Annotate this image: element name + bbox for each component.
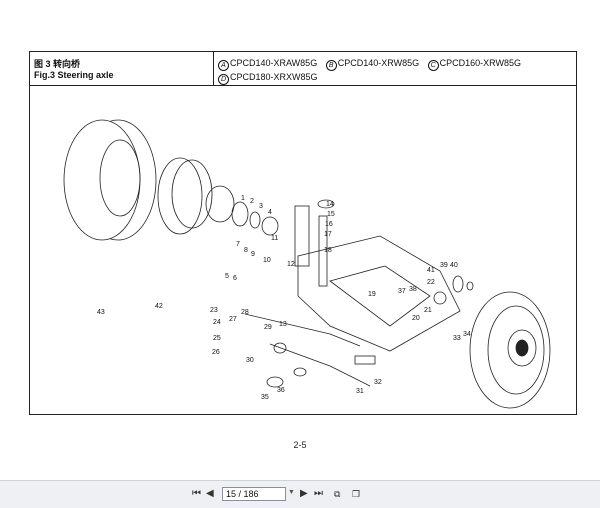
next-page-icon[interactable]: ▶: [300, 488, 308, 499]
model-c-mark: C: [427, 60, 439, 71]
left-tire-hub-recess: [99, 139, 141, 217]
right-hub-center: [515, 339, 529, 357]
cylinder: [354, 355, 376, 365]
left-tire: [63, 119, 141, 241]
brake-drum: [157, 157, 203, 235]
axle-beam-inner: [329, 265, 431, 327]
callout-13: 13: [279, 321, 287, 328]
callout-33: 33: [453, 335, 461, 342]
chevron-down-icon[interactable]: ▼: [288, 489, 295, 496]
callout-12: 12: [287, 261, 295, 268]
callout-7: 7: [236, 241, 240, 248]
callout-38: 38: [409, 286, 417, 293]
bolt-head: [266, 376, 284, 388]
callout-27: 27: [229, 316, 237, 323]
callout-31: 31: [356, 388, 364, 395]
callout-17: 17: [324, 231, 332, 238]
pin: [466, 281, 474, 291]
callout-4: 4: [268, 209, 272, 216]
callout-16: 16: [325, 221, 333, 228]
header-divider: [213, 52, 214, 86]
callout-5: 5: [225, 273, 229, 280]
callout-6: 6: [233, 275, 237, 282]
prev-page-icon[interactable]: ◀: [206, 488, 214, 499]
callout-15: 15: [327, 211, 335, 218]
callout-37: 37: [398, 288, 406, 295]
callout-29: 29: [264, 324, 272, 331]
top-cap: [317, 199, 335, 209]
callout-1: 1: [241, 195, 245, 202]
callout-30: 30: [246, 357, 254, 364]
figure-title-chinese: 图 3 转向桥: [34, 59, 81, 69]
callout-21: 21: [424, 307, 432, 314]
callout-18: 18: [324, 247, 332, 254]
first-page-icon[interactable]: ⏮: [192, 488, 201, 499]
copy-icon[interactable]: ⧉: [334, 489, 341, 499]
callout-42: 42: [155, 303, 163, 310]
viewer-toolbar: ⏮ ◀ 15 / 186 ▼ ▶ ⏭ ⧉ ❐: [0, 480, 600, 508]
callout-32: 32: [374, 379, 382, 386]
page-number: 2-5: [293, 440, 307, 450]
hub-bearing: [231, 201, 249, 227]
tie-rod-left: [244, 313, 361, 347]
wheel-hub: [205, 185, 235, 223]
callout-26: 26: [212, 349, 220, 356]
callout-39: 39: [440, 262, 448, 269]
axle-beam: [297, 235, 461, 352]
callout-8: 8: [244, 247, 248, 254]
model-d-mark: D: [218, 74, 229, 85]
knuckle-joint: [261, 216, 279, 236]
callout-14: 14: [326, 201, 334, 208]
callout-9: 9: [251, 251, 255, 258]
thrust-washer: [452, 275, 464, 293]
callout-3: 3: [259, 203, 263, 210]
right-rim: [487, 305, 545, 395]
model-b-label: CPCD140-XRW85G: [337, 58, 420, 68]
callout-22: 22: [427, 279, 435, 286]
duplicate-icon[interactable]: ❐: [352, 489, 361, 499]
right-hub: [507, 329, 537, 367]
model-c-label: CPCD160-XRW85G: [439, 58, 521, 68]
right-tire: [469, 291, 551, 409]
steering-link: [269, 343, 371, 387]
callout-43: 43: [97, 309, 105, 316]
callout-25: 25: [213, 335, 221, 342]
callout-2: 2: [250, 198, 254, 205]
washer: [293, 367, 307, 377]
callout-19: 19: [368, 291, 376, 298]
model-d-label: CPCD180-XRXW85G: [230, 72, 318, 82]
callout-10: 10: [263, 257, 271, 264]
callout-11: 11: [271, 235, 278, 242]
callout-36: 36: [277, 387, 285, 394]
last-page-icon[interactable]: ⏭: [314, 488, 323, 499]
callout-20: 20: [412, 315, 420, 322]
callout-35: 35: [261, 394, 269, 401]
callout-24: 24: [213, 319, 221, 326]
bushing: [433, 291, 447, 305]
king-pin: [294, 205, 310, 267]
callout-41: 41: [427, 267, 435, 274]
seal: [249, 211, 261, 229]
callout-34: 34: [463, 331, 471, 338]
callout-40: 40: [450, 262, 458, 269]
link-eye: [273, 342, 287, 354]
model-a-mark: A: [218, 60, 229, 71]
callout-28: 28: [241, 309, 249, 316]
figure-title-english: Fig.3 Steering axle: [34, 70, 114, 80]
brake-drum-inner: [171, 159, 213, 229]
model-a-label: CPCD140-XRAW85G: [230, 58, 318, 68]
model-b-mark: B: [325, 60, 337, 71]
page-number-input[interactable]: 15 / 186: [222, 487, 286, 501]
callout-23: 23: [210, 307, 218, 314]
